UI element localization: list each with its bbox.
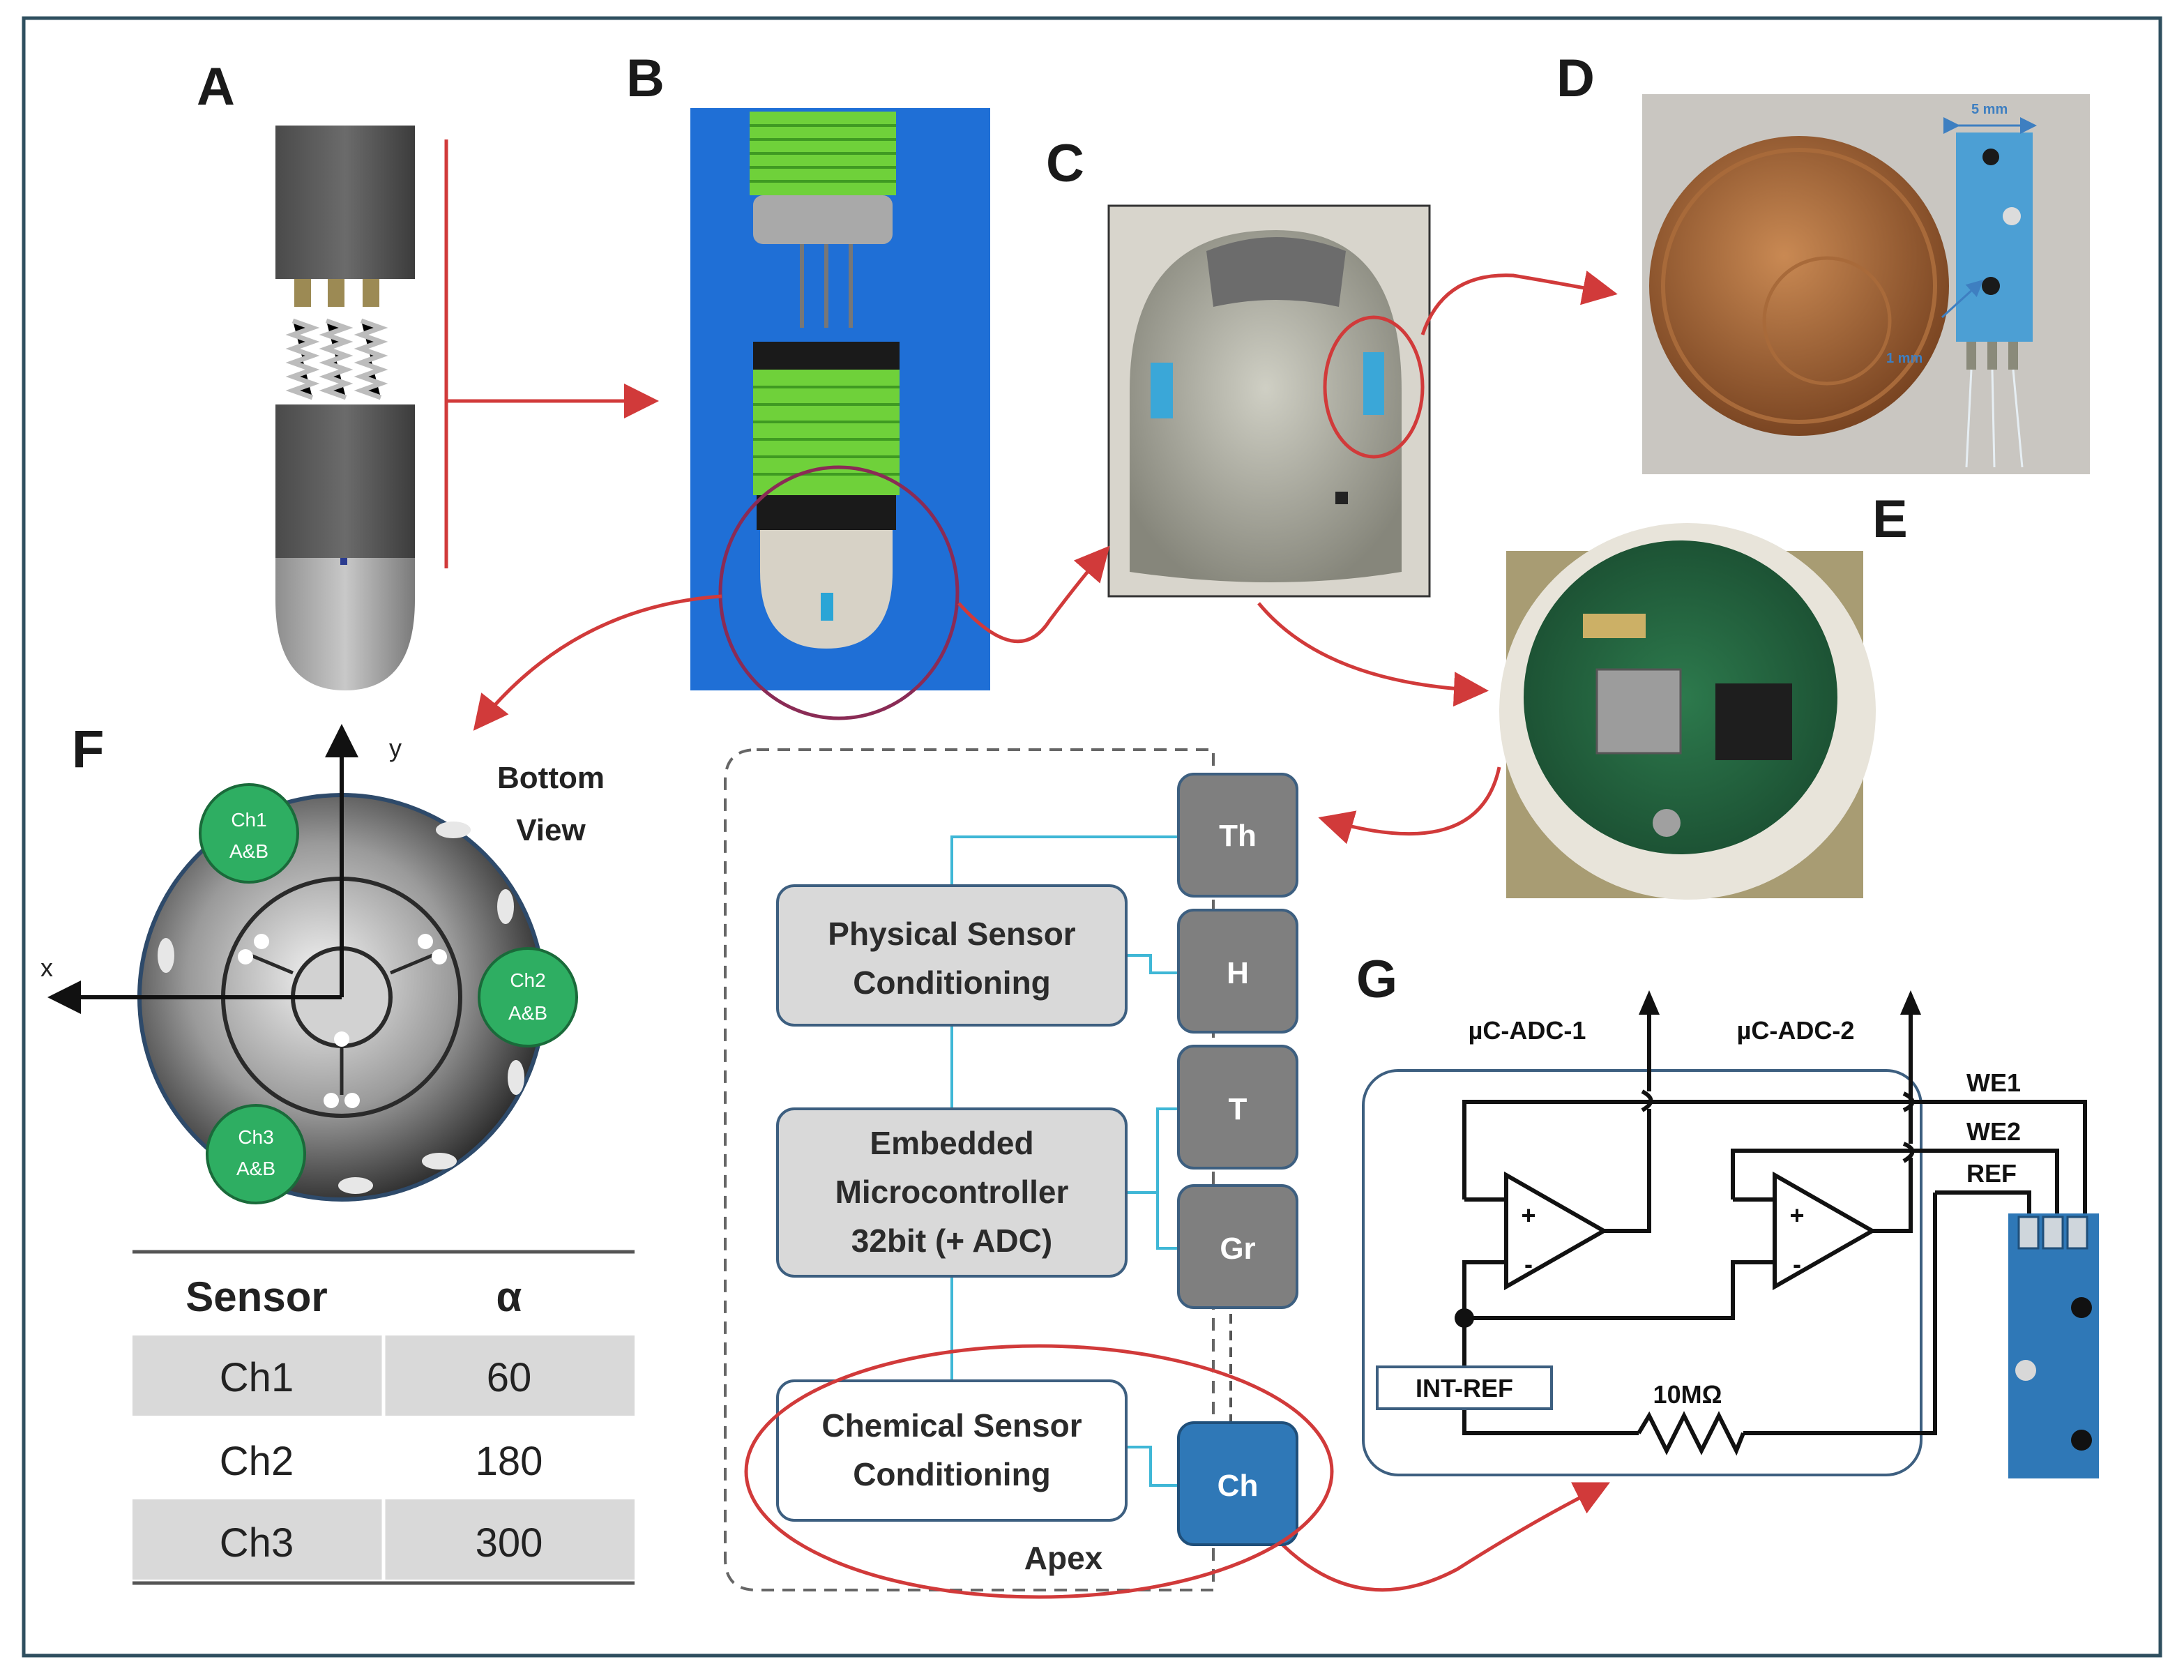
panel-g-label: G	[1356, 950, 1397, 1009]
sensor-electrode	[2008, 1213, 2099, 1478]
sensor-th-label: Th	[1219, 819, 1257, 853]
table-cell: 300	[476, 1520, 543, 1566]
ch2-label-2: A&B	[508, 1002, 547, 1024]
panel-f-label: F	[72, 720, 104, 779]
apex-photo	[1107, 204, 1431, 598]
connector-arrows	[473, 271, 1618, 1592]
gap-label: 1 mm	[1886, 351, 1923, 366]
table-cell: 60	[487, 1355, 532, 1400]
opamp2-plus: +	[1789, 1201, 1804, 1229]
width-label: 5 mm	[1971, 102, 2008, 117]
sensor-block-ch: Ch	[1177, 1421, 1298, 1546]
bottom-view	[47, 724, 546, 1202]
int-ref-label: INT-REF	[1416, 1374, 1513, 1402]
ch2-label-1: Ch2	[510, 969, 545, 991]
table-cell: Ch3	[220, 1520, 294, 1566]
panel-a-label: A	[197, 57, 235, 116]
sensor-ch-label: Ch	[1218, 1469, 1259, 1503]
ref-label: REF	[1966, 1159, 2017, 1188]
sensor-block-gr: Gr	[1177, 1184, 1298, 1309]
panel-c-highlight	[1323, 315, 1425, 459]
chemical-conditioning-label-1: Chemical Sensor	[821, 1407, 1082, 1444]
probe-rendering	[275, 126, 415, 690]
sensor-block-t: T	[1177, 1045, 1298, 1170]
panel-e-label: E	[1872, 490, 1908, 549]
channel-badge-ch1: Ch1 A&B	[199, 783, 299, 884]
microcontroller-label-3: 32bit (+ ADC)	[851, 1223, 1052, 1259]
axis-y-label: y	[389, 734, 402, 762]
block-diagram	[724, 748, 1232, 1591]
apex-label: Apex	[1024, 1540, 1103, 1576]
chemical-conditioning-label-2: Conditioning	[853, 1456, 1051, 1492]
bottom-view-label-2: View	[516, 813, 586, 847]
adc2-label: µC-ADC-2	[1737, 1016, 1855, 1045]
we2-label: WE2	[1966, 1117, 2021, 1146]
sensor-photo	[1642, 94, 2090, 474]
table-cell: Ch1	[220, 1355, 294, 1400]
sensor-h-label: H	[1227, 956, 1249, 990]
adc1-label: µC-ADC-1	[1469, 1016, 1586, 1045]
table-header-alpha: α	[496, 1273, 522, 1320]
opamp1-plus: +	[1521, 1201, 1535, 1229]
microcontroller-label-1: Embedded	[870, 1125, 1033, 1161]
panel-d-label: D	[1556, 49, 1595, 108]
resistor-label: 10MΩ	[1653, 1380, 1722, 1409]
panel-b-label: B	[626, 49, 665, 108]
circuit-node	[1455, 1308, 1474, 1328]
table-header-sensor: Sensor	[185, 1273, 327, 1320]
probe-photo	[690, 108, 990, 690]
circuit-output-arrows	[1639, 990, 1921, 1015]
ch3-label-1: Ch3	[238, 1126, 273, 1148]
table-cell: Ch2	[220, 1439, 294, 1484]
coin	[1649, 136, 1949, 436]
axis-x-label: x	[40, 953, 53, 982]
physical-conditioning-label-2: Conditioning	[853, 964, 1051, 1001]
sensor-strip	[1956, 133, 2033, 342]
we1-label: WE1	[1966, 1068, 2021, 1097]
circuit-diagram	[1362, 1004, 2087, 1476]
sensor-gr-label: Gr	[1220, 1232, 1255, 1266]
panel-b-highlight	[718, 465, 960, 720]
bottom-view-label-1: Bottom	[497, 761, 605, 795]
ch3-label-2: A&B	[236, 1158, 275, 1179]
channel-badge-ch3: Ch3 A&B	[206, 1104, 306, 1204]
panel-c-label: C	[1046, 134, 1084, 193]
panel-a-bracket	[444, 139, 659, 568]
chemical-highlight	[744, 1344, 1334, 1599]
physical-conditioning-label-1: Physical Sensor	[828, 916, 1075, 952]
ch1-label-1: Ch1	[231, 809, 266, 831]
channel-badge-ch2: Ch2 A&B	[478, 947, 578, 1047]
ch1-label-2: A&B	[229, 840, 268, 862]
int-ref-box	[1376, 1365, 1553, 1410]
table-cell: 180	[476, 1439, 543, 1484]
sensor-block-h: H	[1177, 909, 1298, 1034]
microcontroller-label-2: Microcontroller	[835, 1174, 1069, 1210]
board-photo	[1499, 523, 1876, 900]
sensor-t-label: T	[1229, 1092, 1248, 1126]
sensor-table: Sensor α Ch1 60 Ch2 180 Ch3 300	[132, 1250, 635, 1585]
outer-frame	[22, 16, 2162, 1658]
opamp1-minus: -	[1524, 1250, 1533, 1278]
opamp2-minus: -	[1793, 1250, 1801, 1278]
sensor-block-th: Th	[1177, 773, 1298, 898]
